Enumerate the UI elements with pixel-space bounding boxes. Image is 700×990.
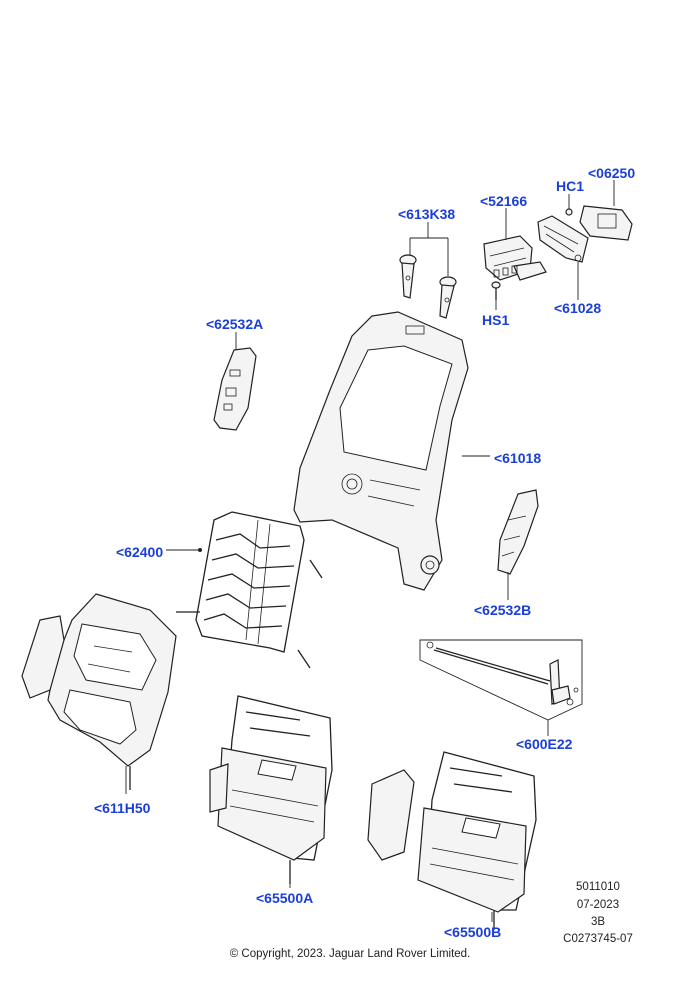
recliner-bolt-right xyxy=(439,276,457,319)
info-code: 5011010 xyxy=(576,881,620,893)
callout-61028[interactable]: <61028 xyxy=(554,300,602,316)
callout-62400[interactable]: <62400 xyxy=(116,544,164,560)
callout-52166[interactable]: <52166 xyxy=(480,193,528,209)
copyright-notice: © Copyright, 2023. Jaguar Land Rover Lim… xyxy=(229,948,471,960)
callout-hs1[interactable]: HS1 xyxy=(482,312,510,328)
callout-611h50[interactable]: <611H50 xyxy=(94,800,151,816)
recliner-bolt-left xyxy=(399,254,417,299)
callout-62532b[interactable]: <62532B xyxy=(474,602,532,618)
switch-module xyxy=(483,235,547,281)
tube-lever-kit xyxy=(419,639,583,721)
info-ref: 3B xyxy=(590,916,606,928)
leader-613k38 xyxy=(409,222,449,276)
switch-bezel xyxy=(537,215,589,263)
spring-mat xyxy=(176,511,323,669)
heated-mat-b xyxy=(367,751,537,930)
callout-613k38[interactable]: <613K38 xyxy=(398,206,456,222)
side-panel-b xyxy=(497,489,539,575)
info-image-id: C0273745-07 xyxy=(563,933,633,945)
callout-600e22[interactable]: <600E22 xyxy=(516,736,573,752)
callout-65500b[interactable]: <65500B xyxy=(444,924,502,940)
heated-mat-a xyxy=(209,695,333,884)
backrest-frame xyxy=(293,311,469,591)
info-date: 07-2023 xyxy=(576,899,620,911)
switch-cover xyxy=(579,205,633,241)
callout-hc1[interactable]: HC1 xyxy=(556,178,585,194)
clip-hc1 xyxy=(565,208,573,216)
callout-65500a[interactable]: <65500A xyxy=(256,890,314,906)
callout-06250[interactable]: <06250 xyxy=(588,165,636,181)
callout-62532a[interactable]: <62532A xyxy=(206,316,264,332)
callout-61018[interactable]: <61018 xyxy=(494,450,542,466)
screw-hs1 xyxy=(491,281,501,300)
cushion-frame xyxy=(21,593,177,790)
side-panel-a xyxy=(213,347,257,431)
